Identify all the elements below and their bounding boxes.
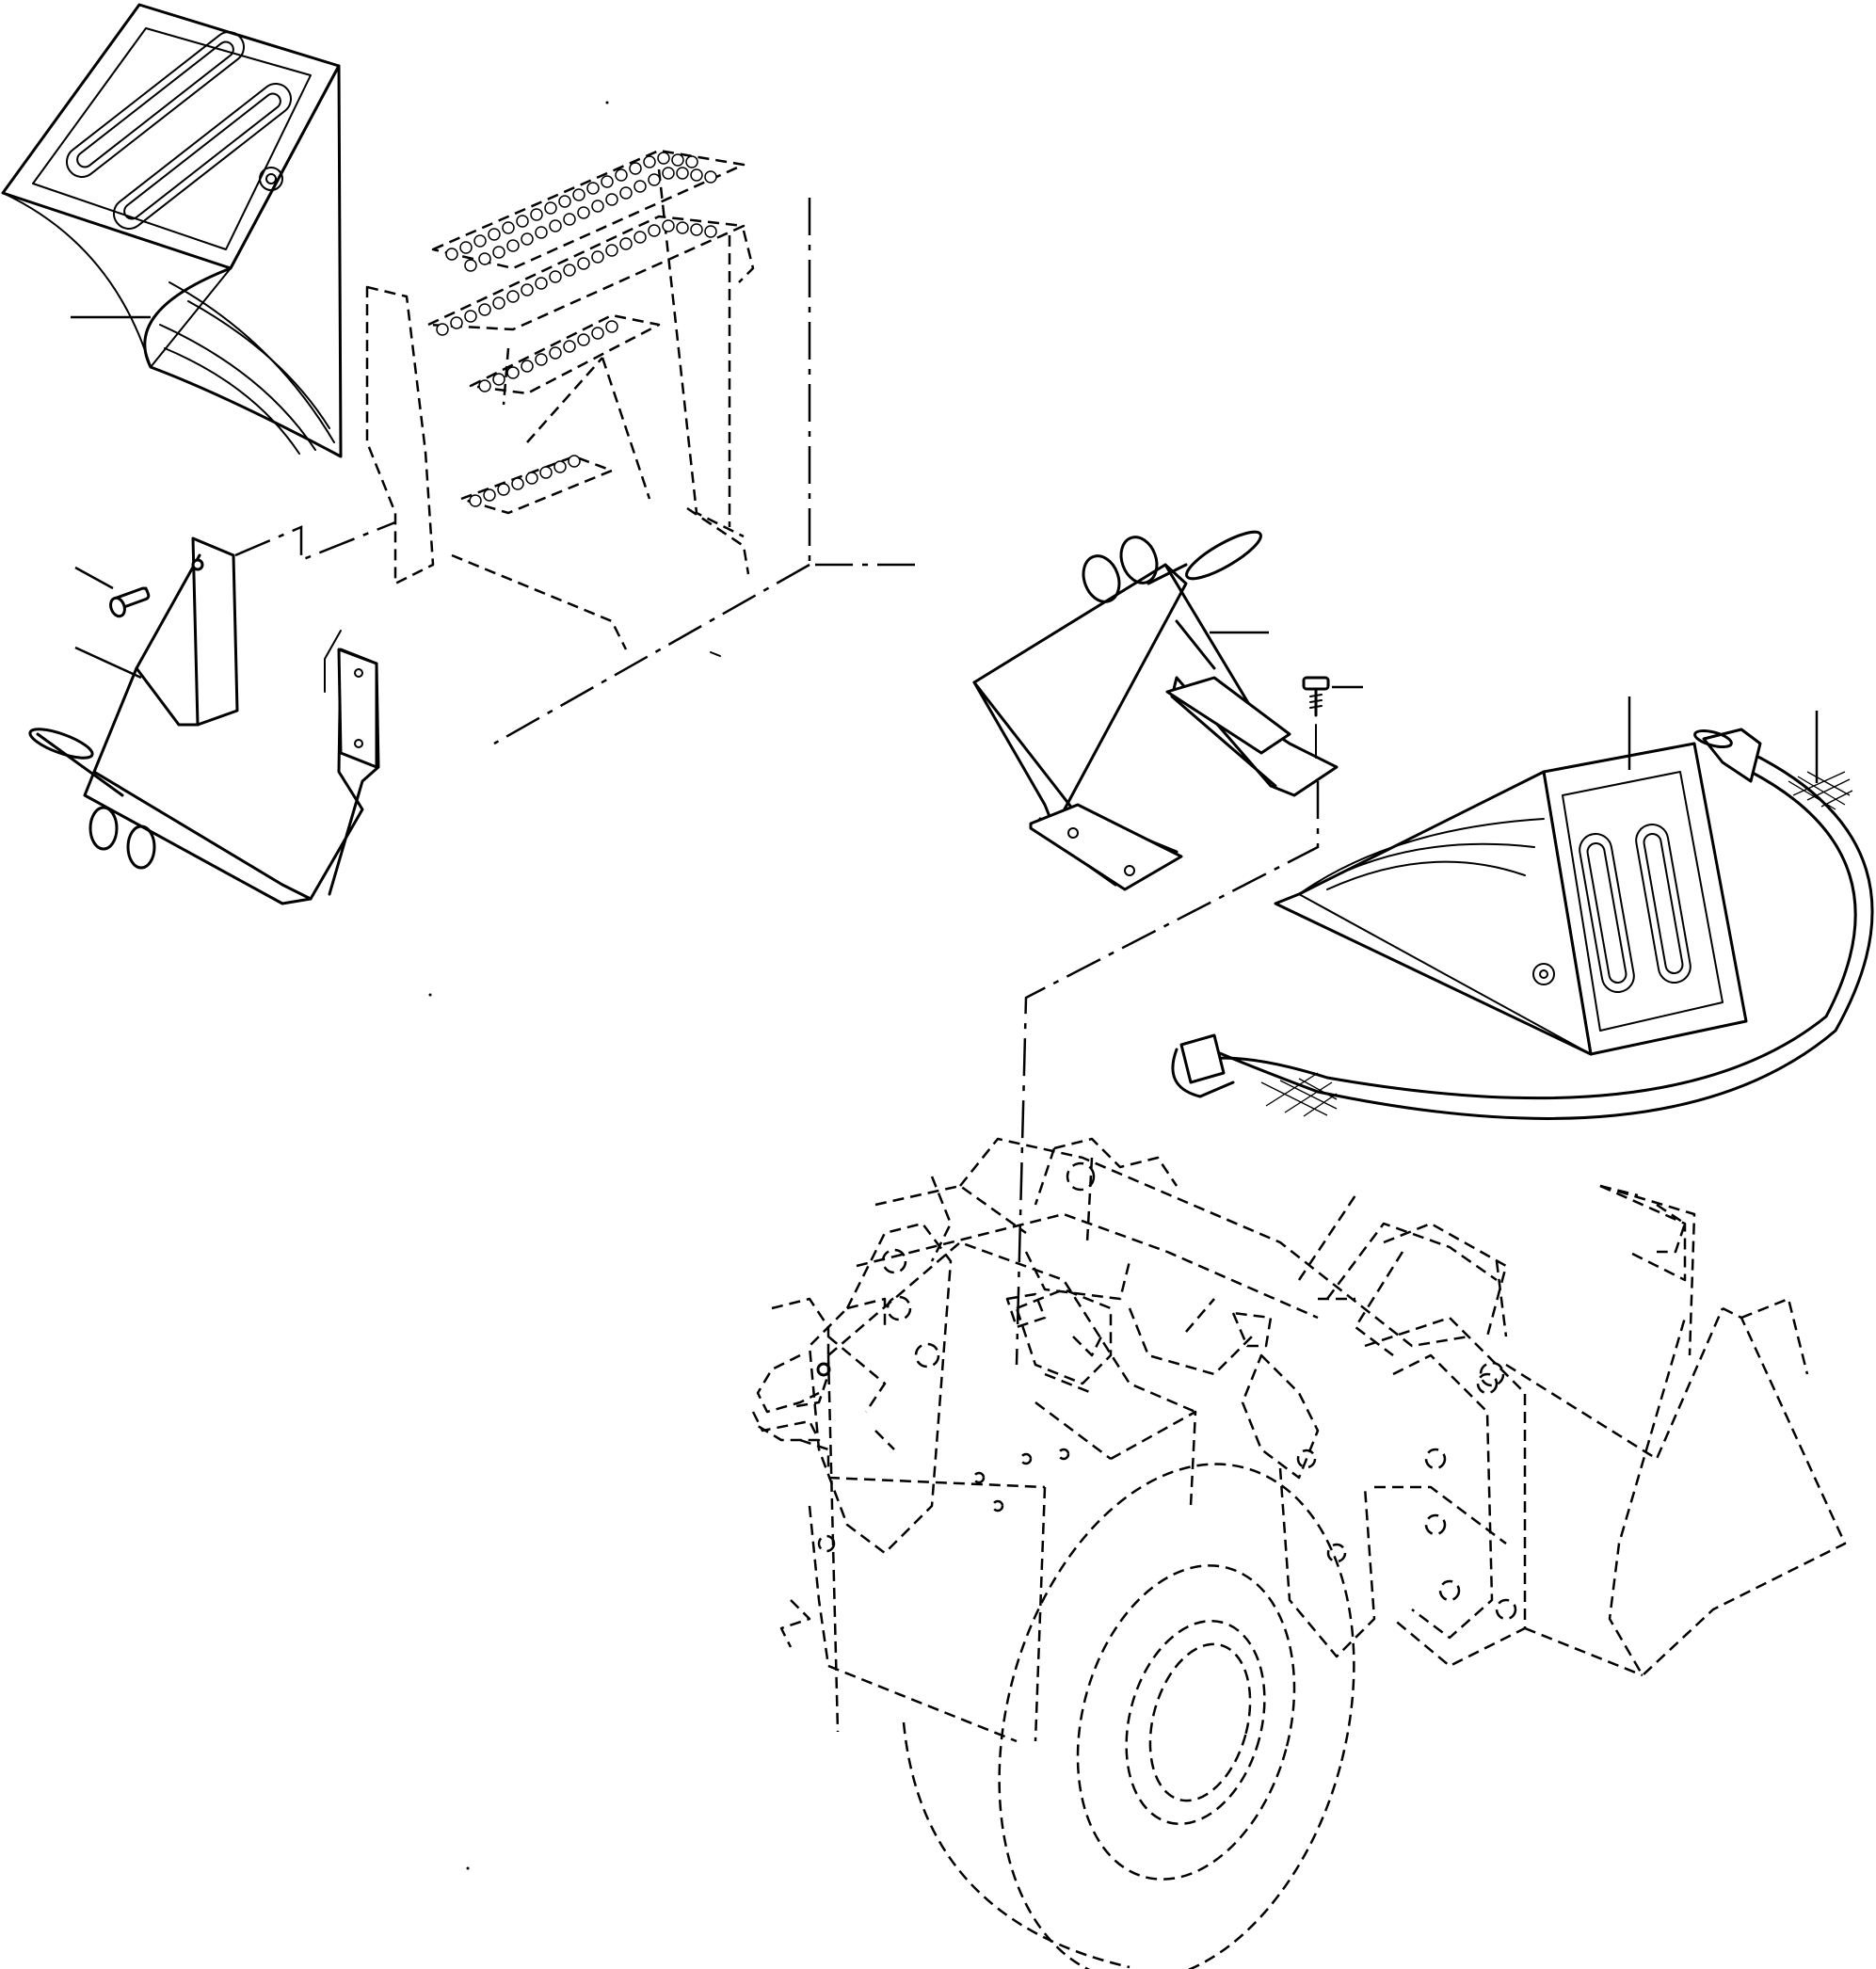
wheel-chock-right [1274,742,1748,1056]
retaining-strap [1171,728,1874,1120]
ladder-tread-pattern [436,152,717,507]
callout-leaders [71,315,1819,783]
chock-holder-left [28,536,380,905]
chock-holder-right [972,530,1339,891]
step-ladder [365,149,755,650]
screw-right [1302,676,1330,759]
assembly-lines [234,198,1320,1366]
callout-leader-3 [74,646,142,680]
strap-mesh-bottom [1260,1072,1338,1117]
screw-left [109,558,204,618]
wheel-chock-left [1,3,343,458]
callout-leader-2 [74,566,114,590]
strap-mesh-top [1788,771,1853,810]
machine-front-frame [751,1137,1847,1969]
